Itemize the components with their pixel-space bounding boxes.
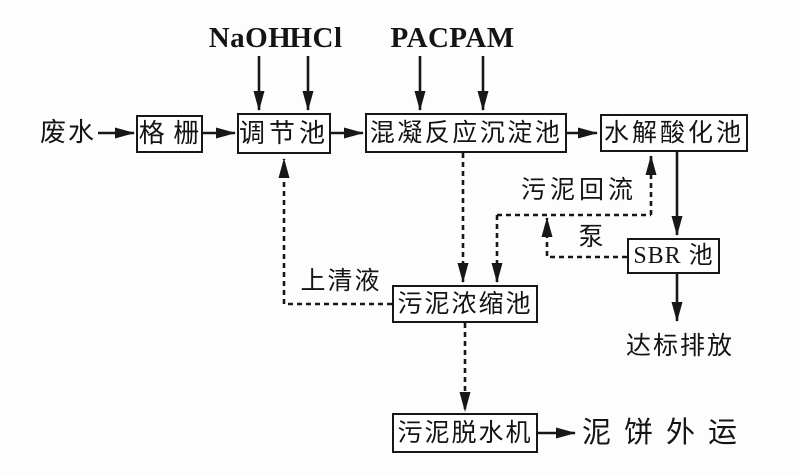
label-pac-text: PAC: [390, 21, 450, 54]
node-sludge-dewaterer-label: 污泥脱水机: [397, 419, 533, 447]
label-pac: PAC: [391, 23, 449, 53]
node-grid-label: 格 栅: [138, 119, 201, 148]
node-grid: 格 栅: [136, 115, 203, 153]
label-pam-text: PAM: [449, 21, 515, 54]
solid-edges: [98, 56, 683, 439]
node-coagulation-tank-label: 混凝反应沉淀池: [369, 119, 563, 147]
label-supernatant-text: 上清液: [300, 268, 382, 295]
label-supernatant: 上清液: [298, 268, 384, 295]
label-naoh-text: NaOH: [208, 21, 292, 54]
label-hcl-text: HCl: [289, 21, 343, 54]
dashed-edges: [278, 153, 657, 412]
node-hydrolysis-tank: 水解酸化池: [600, 114, 748, 152]
node-sludge-thickener: 污泥浓缩池: [392, 285, 538, 323]
label-sludge-return-text: 污泥回流: [520, 177, 637, 204]
label-wastewater: 废水: [36, 119, 100, 147]
node-hydrolysis-tank-label: 水解酸化池: [603, 119, 744, 147]
label-wastewater-text: 废水: [39, 118, 96, 147]
node-sludge-thickener-label: 污泥浓缩池: [397, 290, 533, 318]
label-hcl: HCl: [289, 21, 343, 54]
label-mud-cake-text: 泥饼外运: [581, 416, 750, 449]
label-sludge-return: 污泥回流: [520, 177, 638, 204]
label-naoh: NaOH: [208, 21, 292, 54]
node-sbr-tank: SBR 池: [627, 238, 720, 274]
node-coagulation-tank: 混凝反应沉淀池: [365, 113, 567, 153]
node-sludge-dewaterer: 污泥脱水机: [392, 413, 538, 453]
label-discharge-text: 达标排放: [625, 333, 734, 360]
label-pump: 泵: [576, 224, 606, 251]
label-pump-text: 泵: [578, 224, 604, 251]
node-sbr-tank-label: SBR 池: [633, 243, 714, 269]
node-regulating-tank: 调节池: [237, 113, 331, 154]
label-pam: PAM: [449, 23, 515, 53]
edge-thickener-supernatant-regulating: [278, 158, 392, 306]
label-mud-cake: 泥饼外运: [576, 418, 756, 448]
node-regulating-tank-label: 调节池: [239, 118, 330, 148]
label-discharge: 达标排放: [622, 333, 738, 360]
